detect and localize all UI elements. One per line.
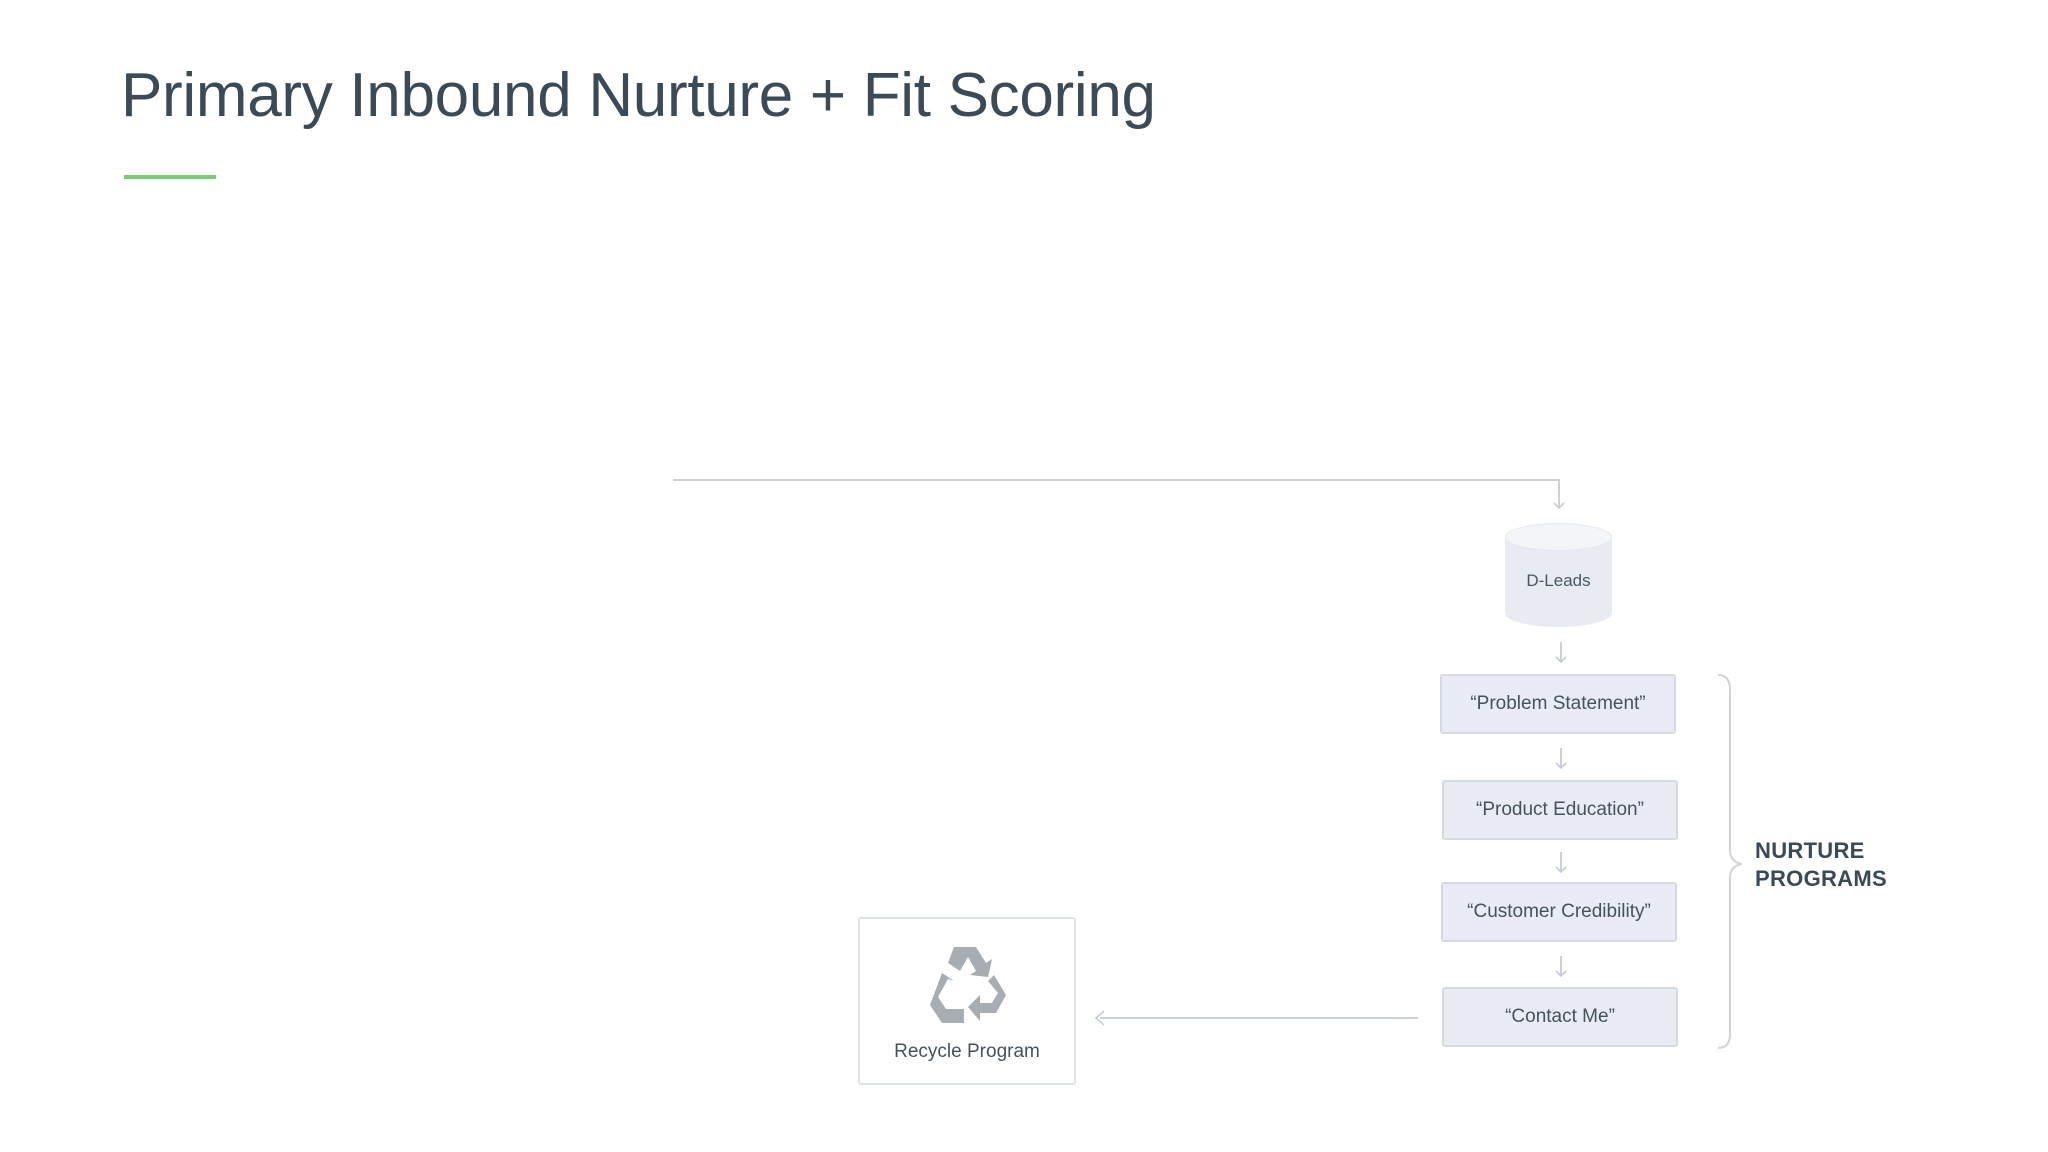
nurture-bracket (1717, 674, 1743, 1049)
nurture-step-contact-me: “Contact Me” (1442, 987, 1678, 1047)
nurture-step-customer-credibility: “Customer Credibility” (1441, 882, 1677, 942)
recycle-program-label: Recycle Program (894, 1041, 1040, 1062)
d-leads-database: D-Leads (1505, 523, 1612, 627)
recycle-icon (930, 947, 1006, 1023)
database-label: D-Leads (1526, 571, 1591, 590)
nurture-programs-label: NURTURE PROGRAMS (1755, 838, 1887, 891)
nurture-step-problem-statement: “Problem Statement” (1440, 674, 1676, 734)
nurture-step-product-education: “Product Education” (1442, 780, 1678, 840)
title-underline (124, 175, 216, 179)
page-title: Primary Inbound Nurture + Fit Scoring (121, 61, 1156, 130)
feed-connector (673, 479, 1565, 510)
arrow-to-recycle-head (1094, 1010, 1105, 1026)
recycle-program-box: Recycle Program (858, 917, 1076, 1085)
